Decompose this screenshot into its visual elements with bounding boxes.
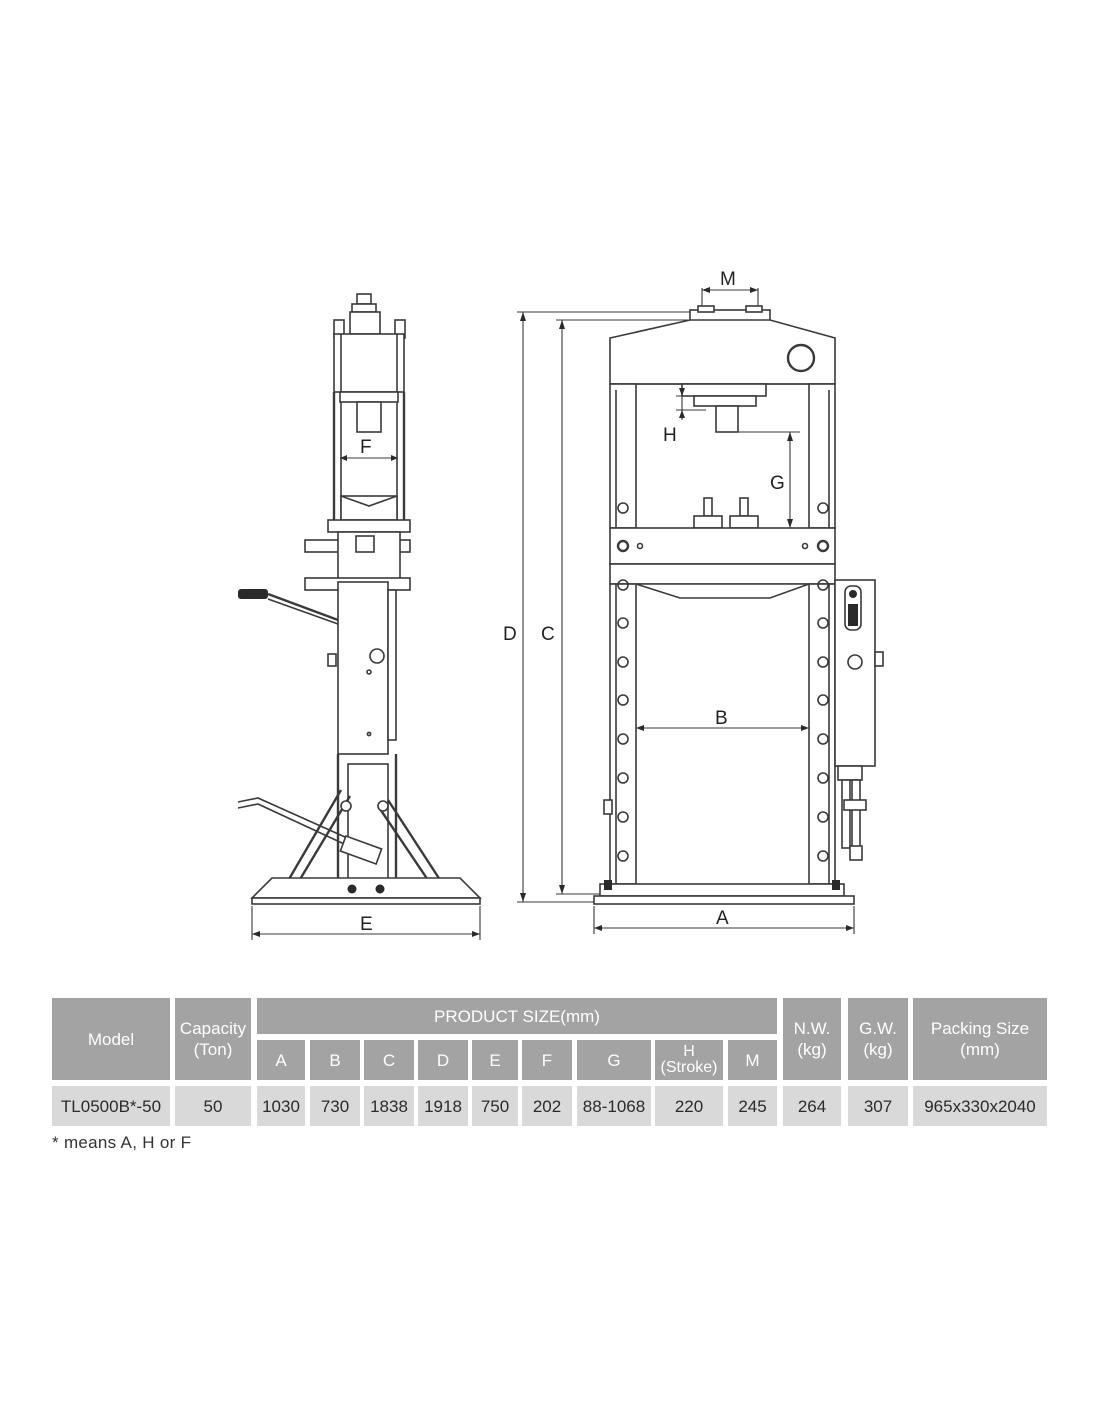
value-e: 750 [472,1086,518,1126]
label-e: E [360,914,373,935]
label-h: H [663,425,677,446]
header-nw: N.W. (kg) [783,998,841,1080]
value-d: 1918 [418,1086,468,1126]
header-product-size: PRODUCT SIZE(mm) [257,998,777,1034]
value-m: 245 [728,1086,777,1126]
value-b: 730 [310,1086,360,1126]
label-a: A [716,908,729,929]
column-holes [617,579,829,862]
footnote: * means A, H or F [52,1133,192,1152]
header-capacity: Capacity (Ton) [175,998,251,1080]
value-nw: 264 [783,1086,841,1126]
value-a: 1030 [257,1086,305,1126]
label-f: F [360,437,372,458]
subheader-d: D [418,1040,468,1080]
subheader-m: M [728,1040,777,1080]
value-model: TL0500B*-50 [52,1086,170,1126]
subheader-g: G [577,1040,651,1080]
subheader-a: A [257,1040,305,1080]
label-g: G [770,473,785,494]
label-b: B [715,708,728,729]
header-packing-size: Packing Size (mm) [913,998,1047,1080]
side-view: F [237,293,482,940]
label-c: C [541,624,555,645]
front-view: D C M H G [503,269,884,934]
value-c: 1838 [364,1086,414,1126]
subheader-h-stroke: H (Stroke) [655,1040,723,1080]
subheader-b: B [310,1040,360,1080]
header-model: Model [52,998,170,1080]
label-d: D [503,624,517,645]
press-technical-drawing: F [237,269,884,940]
header-gw: G.W. (kg) [848,998,908,1080]
value-h: 220 [655,1086,723,1126]
value-packing-size: 965x330x2040 [913,1086,1047,1126]
subheader-f: F [522,1040,572,1080]
value-f: 202 [522,1086,572,1126]
value-gw: 307 [848,1086,908,1126]
subheader-c: C [364,1040,414,1080]
subheader-e: E [472,1040,518,1080]
value-g: 88-1068 [577,1086,651,1126]
label-m: M [720,269,736,290]
value-capacity: 50 [175,1086,251,1126]
